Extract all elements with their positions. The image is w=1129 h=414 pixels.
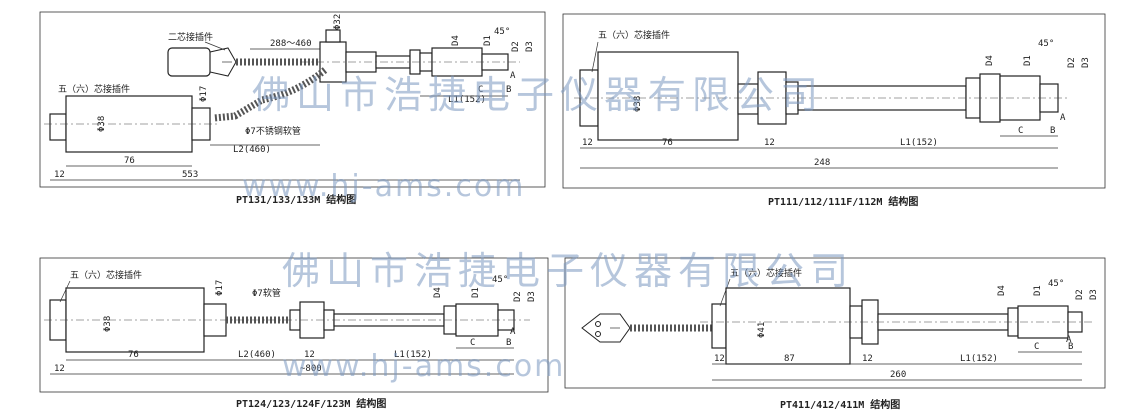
label-d2: D2 bbox=[1075, 289, 1085, 300]
label-d4: D4 bbox=[997, 285, 1007, 296]
label-hose: Φ7不锈钢软管 bbox=[245, 125, 301, 137]
label-d3: D3 bbox=[527, 291, 537, 302]
label-d3: D3 bbox=[1089, 289, 1099, 300]
label-connector56: 五（六）芯接插件 bbox=[58, 83, 130, 95]
label-dim12a: 12 bbox=[582, 138, 593, 148]
label-dim87: 87 bbox=[784, 354, 795, 364]
label-dim76: 76 bbox=[124, 156, 135, 166]
watermark-url-top: www.hj-ams.com bbox=[242, 169, 525, 204]
label-dim553: 553 bbox=[182, 170, 198, 180]
caption-pt111: PT111/112/111F/112M 结构图 bbox=[768, 195, 918, 208]
label-dim12: 12 bbox=[54, 364, 65, 374]
watermark: 佛山市浩捷电子仪器有限公司 www.hj-ams.com 佛山市浩捷电子仪器有限… bbox=[242, 73, 854, 384]
label-connector56: 五（六）芯接插件 bbox=[730, 267, 802, 279]
label-dim260: 260 bbox=[890, 370, 906, 380]
label-l1: L1(152) bbox=[448, 95, 486, 105]
label-d17: Φ17 bbox=[199, 86, 209, 102]
label-dim248: 248 bbox=[814, 158, 830, 168]
label-a: A bbox=[510, 327, 516, 337]
label-b: B bbox=[506, 85, 511, 95]
panel-pt124: 五（六）芯接插件 Φ38 Φ17 Φ7软管 D4 D1 D2 D3 45° A … bbox=[39, 257, 549, 410]
label-angle: 45° bbox=[494, 27, 510, 37]
plug-connector bbox=[581, 313, 631, 343]
caption-pt124: PT124/123/124F/123M 结构图 bbox=[236, 397, 386, 410]
label-d2: D2 bbox=[1067, 57, 1077, 68]
label-dim12b: 12 bbox=[764, 138, 775, 148]
label-hose: Φ7软管 bbox=[252, 287, 281, 299]
label-c: C bbox=[478, 85, 483, 95]
label-b: B bbox=[1068, 342, 1073, 352]
label-d32: Φ32 bbox=[333, 14, 343, 30]
watermark-url-bottom: www.hj-ams.com bbox=[282, 349, 565, 384]
watermark-company-top: 佛山市浩捷电子仪器有限公司 bbox=[252, 73, 824, 117]
label-a: A bbox=[510, 71, 516, 81]
label-a: A bbox=[1060, 113, 1066, 123]
label-c: C bbox=[1034, 342, 1039, 352]
label-angle: 45° bbox=[1048, 279, 1064, 289]
sensor-body bbox=[725, 287, 851, 365]
label-dim76: 76 bbox=[662, 138, 673, 148]
label-l2: L2(460) bbox=[233, 145, 271, 155]
two-pin-connector bbox=[167, 47, 211, 77]
label-dim800: ~800 bbox=[300, 364, 322, 374]
panel-pt411: 五（六）芯接插件 Φ41 D4 D1 D2 D3 45° A C B 12 87… bbox=[564, 257, 1106, 411]
label-d2: D2 bbox=[511, 41, 521, 52]
label-l1: L1(152) bbox=[900, 138, 938, 148]
label-c: C bbox=[1018, 126, 1023, 136]
label-l2: L2(460) bbox=[238, 350, 276, 360]
label-b: B bbox=[1050, 126, 1055, 136]
label-c: C bbox=[470, 338, 475, 348]
label-l1: L1(152) bbox=[960, 354, 998, 364]
label-angle: 45° bbox=[492, 275, 508, 285]
label-dim12: 12 bbox=[714, 354, 725, 364]
label-d4: D4 bbox=[451, 35, 461, 46]
label-d1: D1 bbox=[471, 287, 481, 298]
label-connector56: 五（六）芯接插件 bbox=[70, 269, 142, 281]
label-angle: 45° bbox=[1038, 39, 1054, 49]
label-d2: D2 bbox=[513, 291, 523, 302]
label-dim12b: 12 bbox=[304, 350, 315, 360]
label-dim12: 12 bbox=[54, 170, 65, 180]
sensor-body bbox=[597, 51, 739, 141]
watermark-company-bottom: 佛山市浩捷电子仪器有限公司 bbox=[282, 249, 854, 293]
caption-pt131: PT131/133/133M 结构图 bbox=[236, 193, 356, 206]
caption-pt411: PT411/412/411M 结构图 bbox=[780, 398, 900, 411]
label-d17: Φ17 bbox=[215, 280, 225, 296]
label-connector56: 五（六）芯接插件 bbox=[598, 29, 670, 41]
label-d38: Φ38 bbox=[97, 116, 107, 132]
label-d3: D3 bbox=[525, 41, 535, 52]
label-a: A bbox=[1066, 335, 1072, 345]
label-dim76: 76 bbox=[128, 350, 139, 360]
label-d1: D1 bbox=[483, 35, 493, 46]
label-d38: Φ38 bbox=[633, 96, 643, 112]
label-d4: D4 bbox=[985, 55, 995, 66]
panel-pt111: 五（六）芯接插件 Φ38 D4 D1 D2 D3 45° A C B 12 76… bbox=[562, 13, 1106, 208]
label-l1: L1(152) bbox=[394, 350, 432, 360]
label-d41: Φ41 bbox=[757, 322, 767, 338]
label-d38: Φ38 bbox=[103, 316, 113, 332]
label-two-pin-connector: 二芯接插件 bbox=[168, 31, 213, 43]
label-d1: D1 bbox=[1023, 55, 1033, 66]
label-length-range: 288～460 bbox=[270, 39, 312, 49]
label-d1: D1 bbox=[1033, 285, 1043, 296]
label-dim12b: 12 bbox=[862, 354, 873, 364]
label-b: B bbox=[506, 338, 511, 348]
panel-pt131: 二芯接插件 288～460 Φ32 D4 D1 D2 D3 45° C B A … bbox=[39, 11, 546, 206]
label-d4: D4 bbox=[433, 287, 443, 298]
label-d3: D3 bbox=[1081, 57, 1091, 68]
